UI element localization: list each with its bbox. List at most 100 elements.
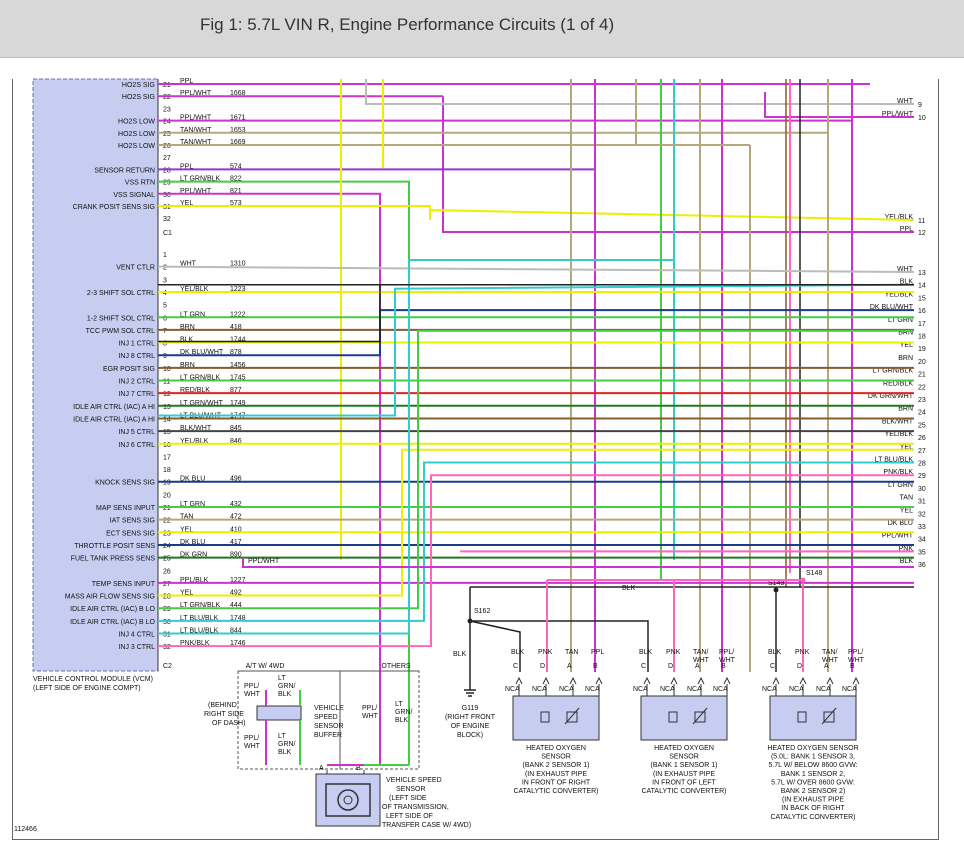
pin-number: 21 xyxy=(163,505,171,512)
wire-c2-14b xyxy=(158,283,915,417)
right-wire-number: 9 xyxy=(918,102,922,109)
label-line: PPL xyxy=(591,649,604,656)
vcm-pin-label: INJ 6 CTRL xyxy=(118,442,155,449)
connector-c1-label: C1 xyxy=(163,230,172,237)
sensor-wire-label: PNK xyxy=(795,649,810,656)
vss-wire-label: PPL/WHT xyxy=(362,705,379,720)
pin-number: 31 xyxy=(163,632,171,639)
right-wire-label: RED/BLK xyxy=(883,380,913,387)
right-wire-label: YEL/BLK xyxy=(885,291,914,298)
vcm-pin-label: SENSOR RETURN xyxy=(94,167,155,174)
right-wire-label: PPL/WHT xyxy=(882,111,914,118)
heater-symbol xyxy=(797,711,807,723)
sensor-description: HEATED OXYGEN SENSOR xyxy=(767,745,858,752)
wire-color-label: YEL xyxy=(180,526,193,533)
vcm-pin-label: HO2S SIG xyxy=(122,94,155,101)
circuit-number: 1456 xyxy=(230,362,246,369)
vss-option-label: A/T W/ 4WD xyxy=(246,663,285,670)
vcm-pin-label: 1-2 SHIFT SOL CTRL xyxy=(87,315,155,322)
right-wire-number: 21 xyxy=(918,372,926,379)
nca-label: NCA xyxy=(505,686,520,693)
vss-buffer-location: RIGHT SIDE xyxy=(204,711,244,718)
wire-c2-31 xyxy=(158,259,674,635)
circuit-number: 1227 xyxy=(230,577,246,584)
wire-color-label: LT GRN xyxy=(180,311,205,318)
diagram-frame xyxy=(12,79,939,840)
sensor-wire-label: PNK xyxy=(538,649,553,656)
sensor-element-symbol xyxy=(694,711,706,723)
right-wire-number: 13 xyxy=(918,270,926,277)
right-wire-label: PNK/BLK xyxy=(883,469,913,476)
wire-color-label: YEL xyxy=(180,590,193,597)
vss-coil-icon xyxy=(325,783,371,817)
circuit-number: 1653 xyxy=(230,127,246,134)
connector-pin xyxy=(643,676,651,685)
wire-r9 xyxy=(365,79,914,105)
vss-buffer-name: SPEED xyxy=(314,714,338,721)
right-wire-number: 33 xyxy=(918,524,926,531)
vcm-pin-label: ECT SENS SIG xyxy=(106,530,155,537)
pin-number: 4 xyxy=(163,290,167,297)
vcm-pin-label: CRANK POSIT SENS SIG xyxy=(73,204,155,211)
pin-number: 2 xyxy=(163,265,167,272)
circuit-number: 496 xyxy=(230,476,242,483)
vcm-pin-label: INJ 5 CTRL xyxy=(118,429,155,436)
circuit-number: 1223 xyxy=(230,286,246,293)
sensor-wire-label: TAN xyxy=(565,649,578,656)
label-line: PNK xyxy=(795,649,810,656)
vss-buffer-name: BUFFER xyxy=(314,732,342,739)
circuit-number: 1671 xyxy=(230,115,246,122)
pin-number: 11 xyxy=(163,379,170,386)
ground-label: G119 xyxy=(462,705,479,712)
wire-color-label: BLK xyxy=(180,337,194,344)
vss-wire-label: PPL/WHT xyxy=(244,735,261,750)
sensor-description: (IN EXHAUST PIPE xyxy=(525,771,587,778)
pin-number: 18 xyxy=(163,467,171,474)
pin-number: 22 xyxy=(163,94,171,101)
right-wire-number: 35 xyxy=(918,549,926,556)
pin-number: 25 xyxy=(163,556,171,563)
sensor-description: (IN EXHAUST PIPE xyxy=(782,797,844,804)
label-line: WHT xyxy=(362,713,379,720)
nca-label: NCA xyxy=(559,686,574,693)
pin-number: 32 xyxy=(163,216,171,223)
sensor-pin-letter: C xyxy=(770,663,775,670)
right-wire-label: BRN xyxy=(898,355,913,362)
sensor-wire-label: PPL xyxy=(591,649,604,656)
vcm-module xyxy=(32,78,159,672)
wire-color-label: PPL/WHT xyxy=(180,115,212,122)
label-line: PPL/ xyxy=(244,683,259,690)
sensor-description: (IN EXHAUST PIPE xyxy=(653,771,715,778)
sensor-element-symbol xyxy=(566,711,578,723)
ground-label: (RIGHT FRONT xyxy=(445,714,496,721)
vcm-pin-label: THROTTLE POSIT SENS xyxy=(74,543,155,550)
splice-label: S148 xyxy=(806,570,822,577)
vcm-pin-label: IAT SENS SIG xyxy=(110,518,155,525)
nca-label: NCA xyxy=(532,686,547,693)
wire-color-label: PPL/BLK xyxy=(180,577,209,584)
sensor-description: HEATED OXYGEN xyxy=(654,745,714,752)
label-line: WHT xyxy=(244,691,261,698)
connector-pin xyxy=(542,676,550,685)
right-wire-number: 14 xyxy=(918,283,926,290)
right-wire-label: TAN xyxy=(900,495,913,502)
vss-pin: B xyxy=(356,765,361,772)
wire-color-label: RED/BLK xyxy=(180,387,210,394)
right-wire-number: 12 xyxy=(918,230,926,237)
right-wire-label: BRN xyxy=(898,406,913,413)
sensor-pin-letter: C xyxy=(513,663,518,670)
pin-number: 13 xyxy=(163,404,171,411)
sensor-description: BANK 2 SENSOR 2) xyxy=(781,788,846,795)
right-wire-number: 11 xyxy=(918,218,925,225)
wire-color-label: BRN xyxy=(180,362,195,369)
wire-color-label: PPL/WHT xyxy=(180,90,212,97)
sensor-description: BANK 1 SENSOR 2, xyxy=(781,771,845,778)
page-title: Fig 1: 5.7L VIN R, Engine Performance Ci… xyxy=(200,15,615,34)
figure-number: 112466 xyxy=(14,826,37,833)
blk-bus-label: BLK xyxy=(622,585,636,592)
right-wire-label: PNK xyxy=(899,545,914,552)
vcm-pin-label: VENT CTLR xyxy=(116,265,155,272)
pin-number: 3 xyxy=(163,277,167,284)
